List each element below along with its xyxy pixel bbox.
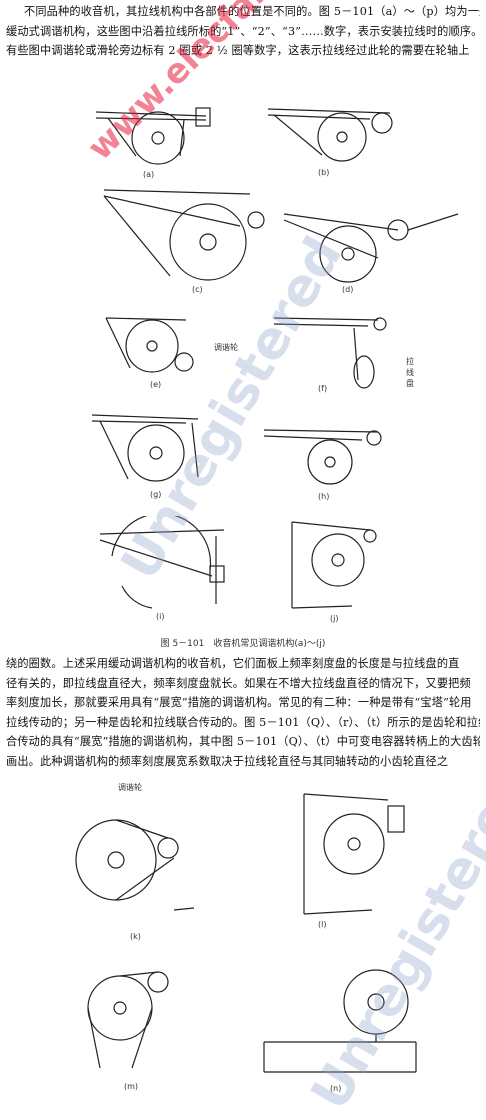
diagram-label: (h) [318, 492, 330, 501]
top-paragraph: 不同品种的收音机，其拉线机构中各部件的位置是不同的。图 5－101（a）～（p）… [6, 2, 480, 61]
text-line: 合传动的具有“展宽”措施的调谐机构，其中图 5－101（Q）、（t）中可变电容器… [6, 735, 480, 748]
diagram-label: (f) [318, 384, 328, 393]
text-line: 绕的圈数。上述采用缓动调谐机构的收音机，它们面板上频率刻度盘的长度是与拉线盘的直 [6, 657, 460, 670]
figure-caption: 图 5－101 收音机常见调谐机构(a)～(j) [160, 639, 326, 649]
text-line: 缓动式调谐机构，这些图中沿着拉线所标的“1”、“2”、“3”……数字，表示安装拉… [6, 24, 480, 38]
diagram-c [90, 180, 270, 290]
diagram-label: (b) [318, 168, 330, 177]
diagram-g [86, 405, 216, 490]
middle-paragraph: 绕的圈数。上述采用缓动调谐机构的收音机，它们面板上频率刻度盘的长度是与拉线盘的直… [6, 654, 480, 771]
text-line: 画出。此种调谐机构的频率刻度展宽系数取决于拉线轮直径与其同轴转动的小齿轮直径之 [6, 754, 449, 768]
text-line: 率刻度加长，那就要采用具有“展宽”措施的调谐机构。常见的有二种：一种是带有“宝塔… [6, 696, 472, 709]
diagram-h [258, 418, 398, 488]
diagram-label: (g) [150, 490, 162, 499]
diagram-n [256, 962, 436, 1080]
diagram-label: (k) [130, 932, 141, 941]
tune-wheel-label: 调谐轮 [214, 343, 238, 352]
diagram-f [268, 310, 398, 392]
pull-wheel-label: 拉线盘 [406, 357, 414, 388]
diagram-label: (n) [330, 1084, 342, 1093]
diagram-i [92, 516, 242, 616]
diagram-label: (j) [330, 614, 339, 623]
text-line: 不同品种的收音机，其拉线机构中各部件的位置是不同的。图 5－101（a）～（p）… [24, 5, 480, 18]
tune-wheel-label: 调谐轮 [118, 783, 142, 792]
diagram-k [64, 790, 204, 920]
diagram-b [260, 95, 410, 165]
diagram-j [282, 516, 382, 616]
text-line: 有些图中调谐轮或滑轮旁边标有 2 圈或 2 ½ 圈等数字，这表示拉线经过此轮的需… [6, 44, 470, 57]
diagram-label: (d) [342, 285, 354, 294]
diagram-label: (l) [318, 920, 327, 929]
diagram-a [88, 90, 218, 175]
text-line: 拉线传动的；另一种是齿轮和拉线联合传动的。图 5－101（Q）、（r）、（t）所… [6, 715, 480, 729]
diagram-e [100, 308, 210, 380]
diagram-d [278, 198, 468, 288]
diagram-label: (c) [192, 285, 203, 294]
diagram-label: (i) [156, 612, 165, 621]
diagram-l [292, 786, 412, 926]
diagram-label: (e) [150, 380, 162, 389]
diagram-label: (a) [143, 170, 155, 179]
diagram-label: (m) [124, 1082, 139, 1091]
text-line: 径有关的，即拉线盘直径大，频率刻度盘就长。如果在不增大拉线盘直径的情况下，又要把… [6, 676, 471, 690]
diagram-m [76, 958, 186, 1078]
